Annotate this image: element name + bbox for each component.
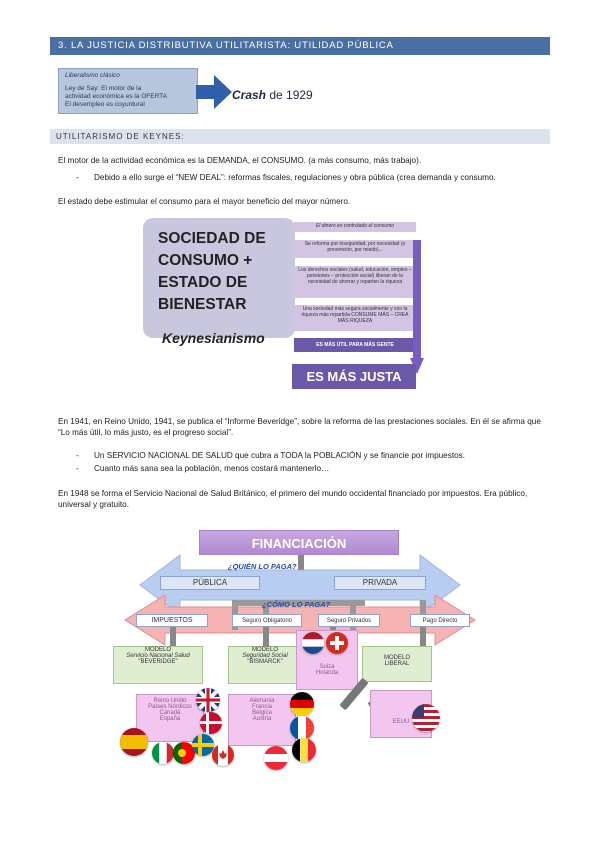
country: Austria — [252, 716, 272, 722]
country: España — [159, 716, 181, 722]
country: Bélgica — [252, 710, 272, 716]
publica-label: PÚBLICA — [160, 576, 260, 590]
keynes-big-line: CONSUMO + — [158, 252, 253, 269]
belgium-flag-icon — [292, 738, 316, 762]
modelo-liberal-box: MODELO LIBERAL — [362, 646, 432, 682]
arrow-right-icon — [196, 75, 232, 109]
keynes-box-2: Se reforma por inseguridad, por necesida… — [294, 240, 416, 258]
beveridge-bullet-text: Un SERVICIO NACIONAL DE SALUD que cubra … — [94, 451, 466, 460]
pago-directo-box: Pago Directo — [410, 614, 470, 627]
modelo-bismarck-box: MODELO Seguridad Social "BISMARCK" — [228, 646, 302, 684]
liberalismo-box: Liberalismo clásico Ley de Say: El motor… — [58, 68, 198, 114]
modelo-name: Seguridad Social — [242, 653, 288, 659]
germany-flag-icon — [290, 692, 314, 716]
beveridge-paragraph-1: En 1941, en Reino Unido, 1941, se public… — [58, 417, 541, 437]
country: Francia — [251, 704, 272, 710]
keynes-paragraph-1: El motor de la actividad económica es la… — [58, 156, 422, 165]
italy-flag-icon — [152, 742, 174, 764]
keynes-box-1: El dinero es controlado el consumo — [294, 222, 416, 232]
modelo-beveridge-box: MODELO Servicio Nacional Salud "BEVERIDG… — [113, 646, 203, 684]
usa-flag-icon — [412, 704, 440, 732]
crash-rest: de 1929 — [266, 88, 313, 102]
liberalismo-line: El desempleo es coyuntural — [65, 101, 145, 108]
crash-1929: Crash de 1929 — [232, 88, 313, 102]
beveridge-paragraph-2: En 1948 se forma el Servicio Nacional de… — [58, 489, 528, 509]
como-lo-paga: ¿CÓMO LO PAGA? — [262, 600, 331, 609]
modelo-label: MODELO — [251, 647, 278, 653]
modelo-label: MODELO — [144, 647, 171, 653]
switzerland-flag-icon — [326, 632, 348, 654]
austria-flag-icon — [264, 746, 288, 770]
keynes-box-3: Los derechos sociales (salud, educación,… — [294, 266, 416, 298]
es-mas-justa: ES MÁS JUSTA — [292, 364, 416, 389]
bismarck-countries-box: Alemania Francia Bélgica Austria — [228, 694, 296, 746]
financiacion-title: FINANCIACIÓN — [199, 530, 399, 555]
keynes-bullet-text: Debido a ello surge el “NEW DEAL”: refor… — [94, 173, 496, 182]
section-title: 3. LA JUSTICIA DISTRIBUTIVA UTILITARISTA… — [50, 37, 550, 55]
portugal-flag-icon — [173, 742, 195, 764]
netherlands-flag-icon — [302, 632, 324, 654]
country: Países Nórdicos — [148, 704, 192, 710]
denmark-flag-icon — [200, 712, 222, 734]
liberalismo-title: Liberalismo clásico — [65, 72, 120, 79]
country-eeuu: EEUU — [392, 719, 410, 725]
wrench-icon — [340, 678, 368, 710]
sweden-flag-icon — [192, 734, 214, 756]
canada-flag-icon — [212, 744, 234, 766]
modelo-label: MODELO — [383, 655, 410, 661]
seguro-obligatorio-box: Seguro Obligatorio — [232, 614, 302, 627]
france-flag-icon — [290, 716, 314, 740]
country: Alemania — [249, 698, 275, 704]
seguro-privados-box: Seguro Privados — [318, 614, 380, 627]
modelo-name: LIBERAL — [384, 661, 410, 667]
crash-italic: Crash — [232, 88, 267, 102]
keynes-paragraph-2: El estado debe estimular el consumo para… — [58, 197, 351, 206]
keynes-heading: UTILITARISMO DE KEYNES: — [50, 129, 550, 144]
country-holanda: Holanda — [315, 670, 339, 676]
beveridge-countries-box: Reino Unido Países Nórdicos Canadá Españ… — [136, 694, 204, 742]
keynesianismo-label: Keynesianismo — [162, 330, 265, 346]
keynes-box-5: ES MÁS ÚTIL PARA MÁS GENTE — [294, 338, 416, 352]
beveridge-bullet-2: -Cuanto más sana sea la población, menos… — [76, 464, 330, 473]
modelo-nickname: "BISMARCK" — [247, 659, 283, 665]
country: Canadá — [159, 710, 181, 716]
keynes-big-line: BIENESTAR — [158, 296, 247, 313]
keynes-big-line: SOCIEDAD DE — [158, 230, 266, 247]
keynes-big-text: SOCIEDAD DE CONSUMO + ESTADO DE BIENESTA… — [158, 228, 266, 316]
keynes-bullet-1: -Debido a ello surge el “NEW DEAL”: refo… — [76, 173, 496, 182]
down-arrow-icon — [410, 240, 424, 374]
beveridge-bullet-1: -Un SERVICIO NACIONAL DE SALUD que cubra… — [76, 451, 466, 460]
country: Reino Unido — [153, 698, 187, 704]
privada-label: PRIVADA — [334, 576, 426, 590]
impuestos-box: IMPUESTOS — [136, 614, 208, 627]
beveridge-bullet-text: Cuanto más sana sea la población, menos … — [94, 464, 330, 473]
uk-flag-icon — [196, 688, 220, 712]
quien-lo-paga: ¿QUIÉN LO PAGA? — [228, 562, 297, 571]
country-suiza: Suiza — [319, 664, 335, 670]
modelo-name: Servicio Nacional Salud — [126, 653, 190, 659]
modelo-nickname: "BEVERIDGE" — [138, 659, 178, 665]
liberalismo-line: Ley de Say: El motor de la — [65, 85, 142, 92]
keynes-box-4: Una sociedad más segura socialmente y co… — [294, 305, 416, 331]
liberalismo-line: actividad económica es la OFERTA — [65, 93, 167, 100]
keynes-figure-bg — [143, 218, 295, 338]
keynes-big-line: ESTADO DE — [158, 274, 248, 291]
spain-flag-icon — [120, 728, 148, 756]
